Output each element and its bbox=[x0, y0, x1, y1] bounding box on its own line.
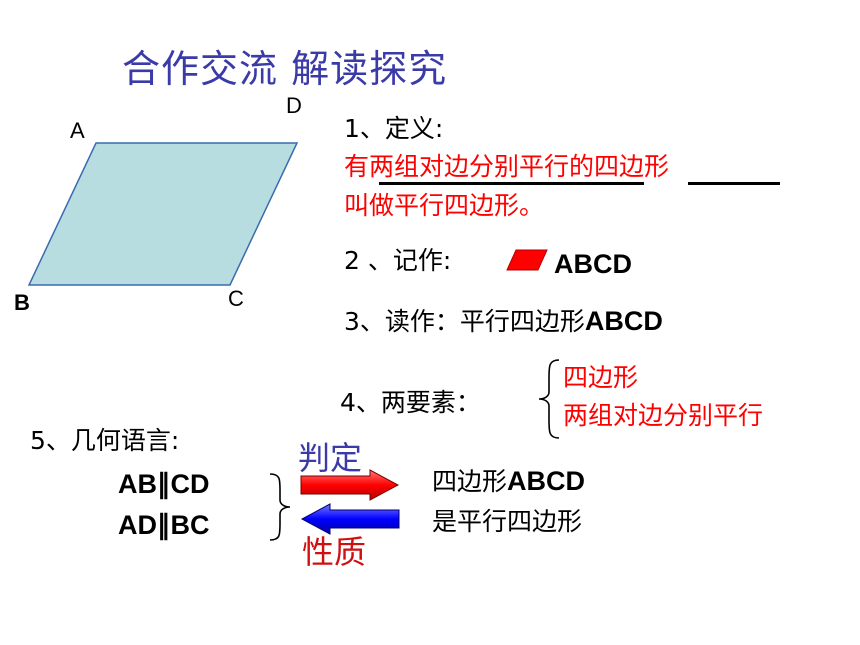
result-value: ABCD bbox=[507, 466, 586, 496]
definition-line1: 有两组对边分别平行的四边形 bbox=[344, 147, 669, 183]
arrow-right-icon bbox=[300, 469, 400, 501]
underline-quadrilateral bbox=[688, 182, 780, 185]
notation-heading: 2 、记作: bbox=[344, 246, 452, 275]
geometry-heading-text: 5、几何语言: bbox=[30, 426, 180, 455]
right-brace-icon bbox=[269, 473, 291, 541]
arrow-left-icon bbox=[300, 503, 400, 535]
vertex-label-c: C bbox=[228, 286, 244, 311]
notation-value: ABCD bbox=[554, 249, 632, 279]
reading-value: ABCD bbox=[584, 306, 663, 336]
elements-heading: 4、两要素： bbox=[340, 388, 481, 417]
condition-ad-bc: AD∥BC bbox=[118, 510, 210, 540]
result-line2: 是平行四边形 bbox=[432, 507, 583, 536]
element-item-1: 四边形 bbox=[563, 363, 639, 392]
reading-line: 3、读作：平行四边形ABCD bbox=[344, 302, 663, 338]
parallelogram-shape bbox=[27, 142, 299, 286]
parallelogram-symbol-icon bbox=[506, 249, 548, 271]
definition-part-two-pairs: 两组对边分别平行 bbox=[369, 152, 570, 181]
vertex-label-b: B bbox=[14, 290, 30, 315]
definition-line2: 叫做平行四边形。 bbox=[344, 191, 545, 220]
definition-part-you: 有 bbox=[344, 152, 370, 181]
arrow-label-property: 性质 bbox=[302, 533, 367, 571]
arrow-label-determination: 判定 bbox=[298, 439, 363, 477]
underline-two-pairs bbox=[379, 182, 644, 185]
page-title: 合作交流 解读探究 bbox=[122, 47, 448, 91]
definition-part-de: 的 bbox=[569, 152, 595, 181]
left-brace-icon bbox=[538, 359, 560, 439]
vertex-label-d: D bbox=[286, 93, 302, 118]
result-prefix: 四边形 bbox=[432, 467, 508, 496]
geometry-heading: 5、几何语言: bbox=[30, 421, 179, 457]
result-line1: 四边形ABCD bbox=[432, 462, 585, 498]
element-item-2: 两组对边分别平行 bbox=[563, 401, 764, 430]
definition-heading: 1、定义: bbox=[344, 114, 444, 143]
vertex-label-a: A bbox=[70, 118, 85, 143]
condition-ab-cd: AB∥CD bbox=[118, 469, 210, 499]
definition-part-quadrilateral: 四边形 bbox=[594, 152, 670, 181]
reading-prefix: 3、读作：平行四边形 bbox=[344, 307, 585, 336]
